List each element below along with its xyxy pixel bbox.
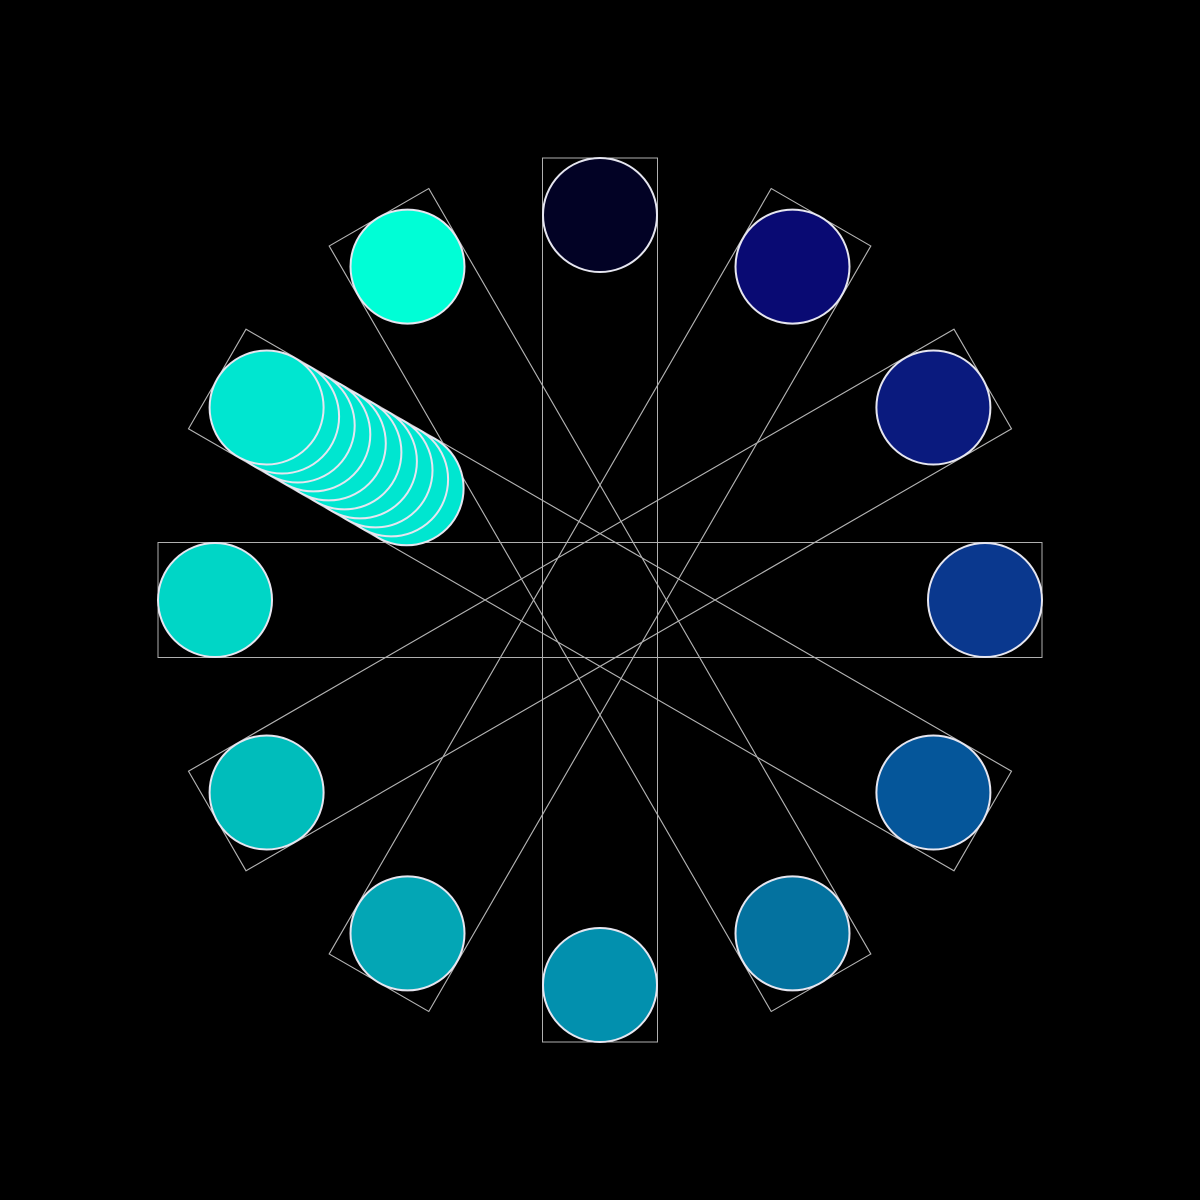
spoke-frame-300 [187,328,1013,872]
spoke-ball-210 [349,875,466,992]
spoke-ball-150 [734,875,851,992]
spoke-frame-270 [157,542,1043,658]
spoke-ball-30 [734,208,851,325]
spoke-ball-330 [349,208,466,325]
spoke-balls [157,157,1043,1043]
spoke-ball-180 [542,927,658,1043]
spoke-ball-0 [542,157,658,273]
spoke-ball-300 [208,349,325,466]
spoke-ball-90 [927,542,1043,658]
spoke-ball-60 [875,349,992,466]
spoke-ball-240 [208,734,325,851]
spoke-frame-180 [542,157,658,1043]
spoke-frame-240 [187,328,1013,872]
spoke-frames [157,157,1043,1043]
spoke-ball-120 [875,734,992,851]
spoke-frame-330 [328,187,872,1013]
spoke-frame-210 [328,187,872,1013]
spoke-ball-270 [157,542,273,658]
